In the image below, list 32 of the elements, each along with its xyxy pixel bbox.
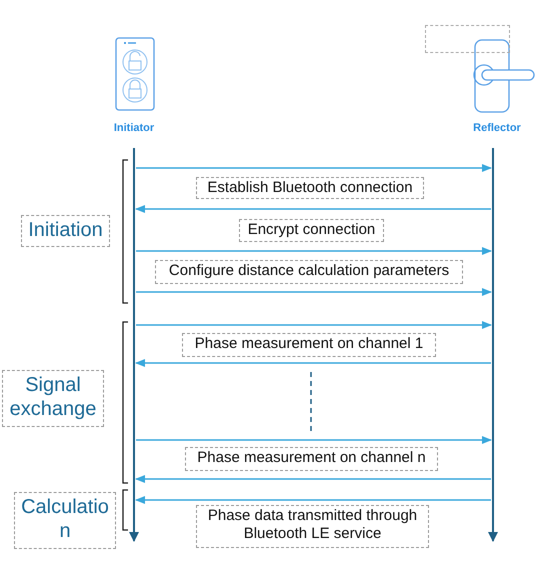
message-arrow bbox=[135, 496, 491, 504]
phase-label: Initiation bbox=[27, 218, 104, 242]
message-label: Phase data transmitted through Bluetooth LE service bbox=[206, 507, 418, 543]
actor-label: Initiator bbox=[112, 122, 156, 134]
message-label: Establish Bluetooth connection bbox=[206, 179, 414, 197]
lifeline bbox=[489, 148, 497, 543]
message-label: Phase measurement on channel 1 bbox=[194, 335, 424, 353]
dashed-box bbox=[425, 25, 510, 53]
message-label: Phase measurement on channel n bbox=[196, 449, 427, 467]
message-arrow bbox=[135, 475, 491, 483]
message-arrow bbox=[136, 436, 492, 444]
message-box bbox=[185, 447, 438, 471]
message-box bbox=[182, 333, 436, 357]
phase-box bbox=[14, 492, 116, 549]
phase-label: Calculation bbox=[20, 495, 110, 543]
message-box bbox=[196, 177, 424, 199]
message-arrow bbox=[136, 164, 492, 172]
message-arrow bbox=[136, 321, 492, 329]
phase-box bbox=[2, 370, 104, 427]
message-arrow bbox=[136, 247, 492, 255]
phase-label: Signal exchange bbox=[8, 373, 98, 421]
phase-box bbox=[21, 215, 110, 247]
message-box bbox=[239, 219, 384, 242]
message-label: Encrypt connection bbox=[246, 221, 376, 239]
message-arrow bbox=[135, 205, 491, 213]
lifeline bbox=[130, 148, 138, 543]
message-box bbox=[155, 260, 463, 284]
message-label: Configure distance calculation parameters bbox=[168, 262, 450, 280]
message-arrow bbox=[136, 288, 492, 296]
actor-label: Reflector bbox=[472, 122, 522, 134]
message-arrow bbox=[135, 359, 491, 367]
message-box bbox=[196, 505, 429, 548]
